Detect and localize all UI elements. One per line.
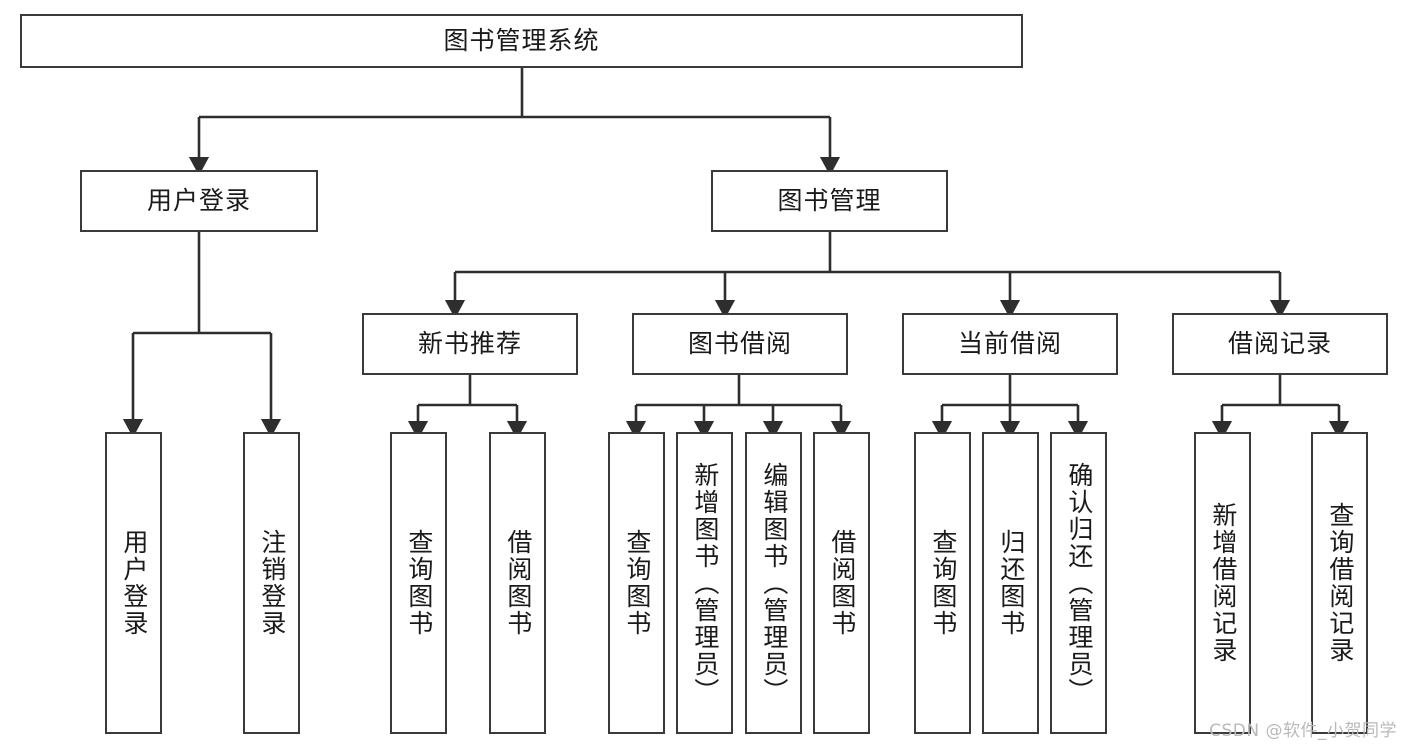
csdn-watermark: CSDN @软件_小贺同学 [1209,721,1397,741]
node-label: 查询图书 [404,529,434,637]
node-book-management[interactable]: 图书管理 [711,170,948,232]
node-book-borrow[interactable]: 图书借阅 [632,313,848,375]
node-label: 借阅图书 [827,529,857,637]
node-new-book-recommend[interactable]: 新书推荐 [362,313,578,375]
node-label: 图书借阅 [687,329,792,359]
node-label: 用户登录 [146,186,251,216]
node-label: 编辑图书（管理员） [759,461,789,705]
node-label: 图书管理 [777,186,882,216]
leaf-recommend-query-book[interactable]: 查询图书 [390,432,447,734]
leaf-record-add-record[interactable]: 新增借阅记录 [1194,432,1251,734]
node-label: 新书推荐 [417,329,522,359]
leaf-user-login-login[interactable]: 用户登录 [105,432,162,734]
node-borrow-record[interactable]: 借阅记录 [1172,313,1388,375]
node-label: 注销登录 [257,529,287,637]
node-label: 借阅记录 [1227,329,1332,359]
leaf-current-return-book[interactable]: 归还图书 [982,432,1039,734]
node-label: 新增借阅记录 [1208,502,1238,664]
node-label: 借阅图书 [503,529,533,637]
leaf-borrow-add-book[interactable]: 新增图书（管理员） [676,432,733,734]
node-label: 当前借阅 [957,329,1062,359]
leaf-borrow-edit-book[interactable]: 编辑图书（管理员） [745,432,802,734]
leaf-user-login-logout[interactable]: 注销登录 [243,432,300,734]
node-label: 图书管理系统 [443,26,600,56]
node-label: 查询图书 [928,529,958,637]
node-label: 查询图书 [622,529,652,637]
node-current-borrow[interactable]: 当前借阅 [902,313,1118,375]
node-label: 新增图书（管理员） [690,461,720,705]
leaf-borrow-query-book[interactable]: 查询图书 [608,432,665,734]
leaf-recommend-borrow-book[interactable]: 借阅图书 [489,432,546,734]
leaf-record-query-record[interactable]: 查询借阅记录 [1311,432,1368,734]
node-label: 用户登录 [119,529,149,637]
node-root-system[interactable]: 图书管理系统 [20,14,1023,68]
leaf-current-query-book[interactable]: 查询图书 [914,432,971,734]
leaf-borrow-borrow-book[interactable]: 借阅图书 [813,432,870,734]
node-label: 查询借阅记录 [1325,502,1355,664]
node-label: 归还图书 [996,529,1026,637]
leaf-current-confirm-return[interactable]: 确认归还（管理员） [1050,432,1107,734]
node-label: 确认归还（管理员） [1064,461,1094,705]
node-user-login[interactable]: 用户登录 [80,170,318,232]
